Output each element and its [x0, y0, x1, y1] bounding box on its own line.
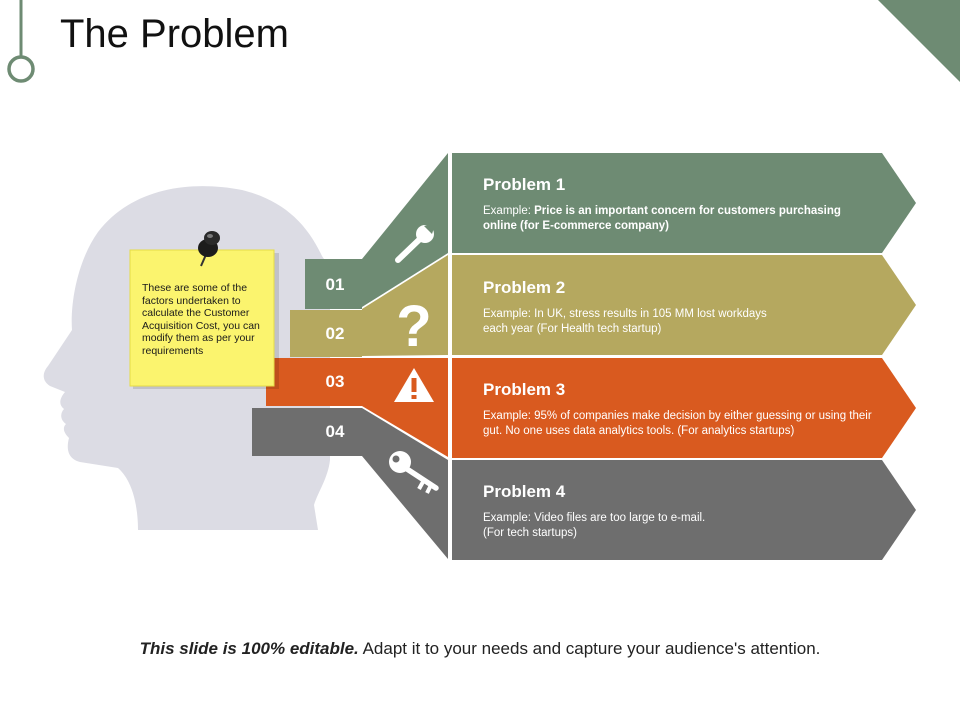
problem-1-text: Price is an important concern for custom… [483, 205, 841, 232]
pushpin-icon [198, 231, 220, 267]
sticky-note [129, 249, 279, 389]
sticky-note-text: These are some of the factors undertaken… [142, 282, 260, 357]
problem-3-prefix: Example: [483, 410, 535, 422]
problem-3-text: 95% of companies make decision by either… [483, 410, 872, 437]
problem-2-description: Example: In UK, stress results in 105 MM… [483, 307, 773, 337]
problem-4-title: Problem 4 [483, 482, 566, 501]
page-title: The Problem [60, 12, 289, 56]
number-02: 02 [325, 324, 345, 343]
number-03: 03 [325, 372, 345, 391]
tab-04-shape [252, 408, 362, 456]
footer-text: This slide is 100% editable. Adapt it to… [0, 639, 960, 659]
problem-4-banner [452, 460, 916, 560]
footer-emphasis: This slide is 100% editable. [139, 639, 359, 658]
problem-3-title: Problem 3 [483, 380, 566, 399]
problem-2-text: In UK, stress results in 105 MM lost wor… [483, 308, 767, 335]
problem-1-title: Problem 1 [483, 175, 566, 194]
hanger-ring [7, 55, 35, 83]
footer-rest: Adapt it to your needs and capture your … [358, 639, 821, 658]
problem-4-description: Example: Video files are too large to e-… [483, 511, 719, 541]
problem-1-banner [452, 153, 916, 253]
problem-1-description: Example: Price is an important concern f… [483, 204, 843, 234]
corner-triangle [878, 0, 960, 82]
number-01: 01 [325, 275, 345, 294]
wrench-icon [395, 222, 436, 263]
problem-2-title: Problem 2 [483, 278, 566, 297]
connector-4 [362, 408, 448, 559]
tab-01-shape [305, 259, 362, 309]
key-icon [389, 451, 439, 494]
connector-2 [362, 255, 448, 356]
problem-1-prefix: Example: [483, 205, 535, 217]
number-04: 04 [325, 422, 345, 441]
warning-icon [394, 368, 434, 402]
problem-3-description: Example: 95% of companies make decision … [483, 409, 875, 439]
problem-4-prefix: Example: [483, 512, 535, 524]
problem-2-prefix: Example: [483, 308, 535, 320]
tab-03-shape [266, 358, 362, 406]
problem-4-text: Video files are too large to e-mail. (Fo… [483, 512, 706, 539]
problem-3-banner [452, 358, 916, 458]
tab-02-shape [290, 310, 362, 357]
question-mark-icon: ? [396, 294, 431, 359]
connector-3 [362, 358, 448, 457]
problem-2-banner [452, 255, 916, 355]
connector-1 [362, 153, 448, 307]
